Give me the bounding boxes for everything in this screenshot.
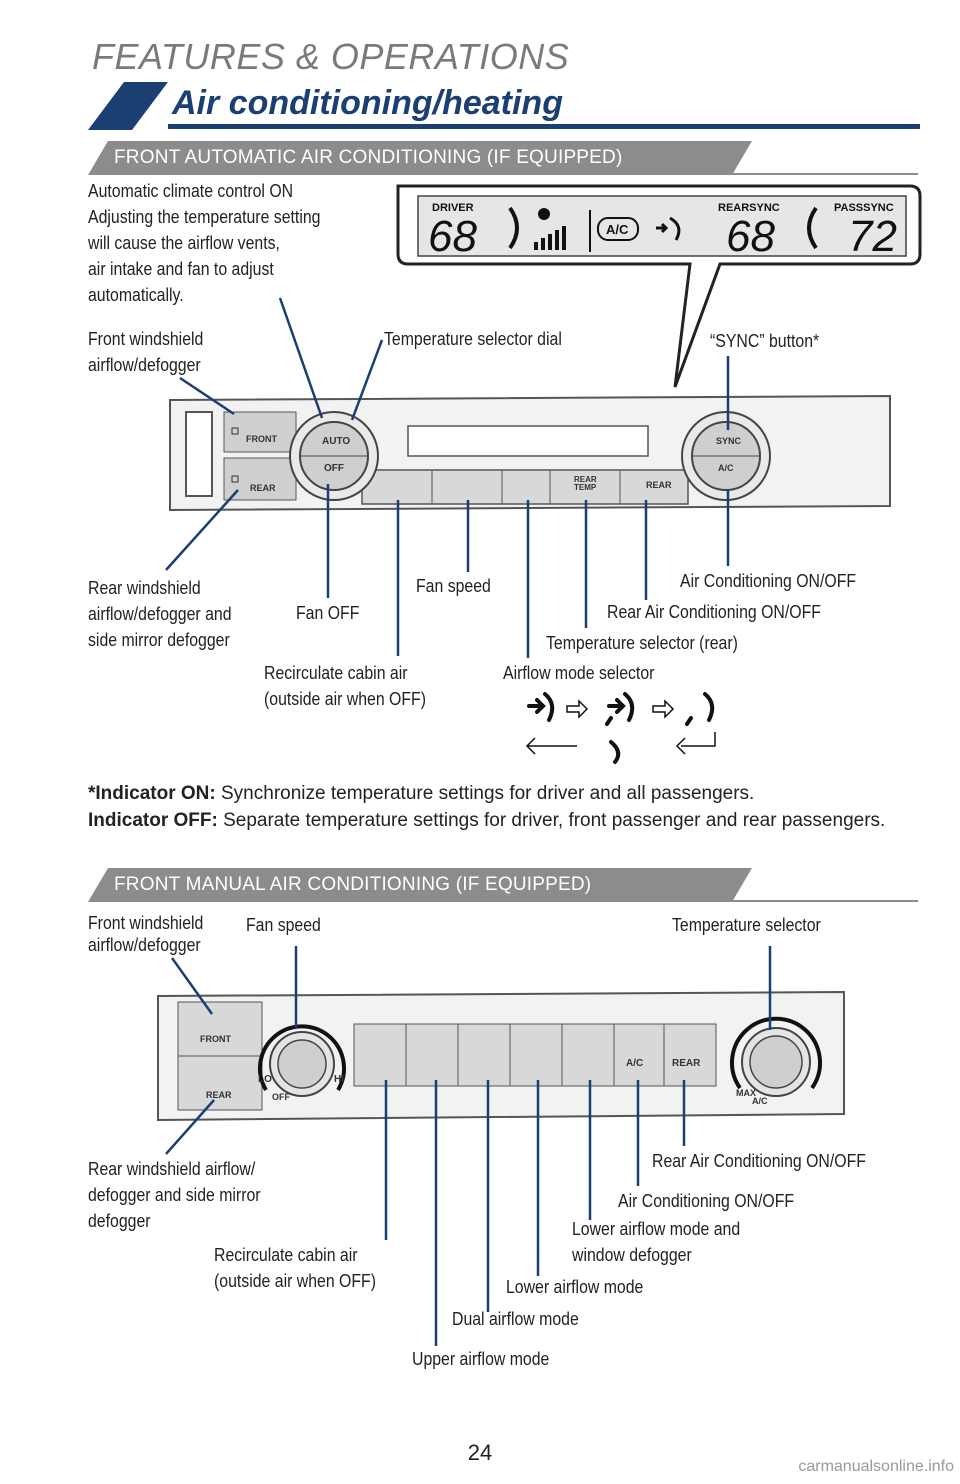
auto-mode-description: Automatic climate control ON Adjusting t… <box>88 181 321 305</box>
manual-fan-off-label: OFF <box>272 1092 290 1102</box>
manual-rear-defog-button[interactable]: REAR <box>206 1090 232 1100</box>
manual-ac-onoff-label: Air Conditioning ON/OFF <box>618 1191 795 1211</box>
sync-knob[interactable] <box>680 410 772 502</box>
indicator-on-text: Synchronize temperature settings for dri… <box>215 783 755 804</box>
auto-leader-lines <box>165 297 730 658</box>
manual-rear-ac-button[interactable]: REAR <box>672 1058 701 1069</box>
max-label: MAX <box>736 1088 756 1098</box>
fan-lo-label: LO <box>258 1074 272 1085</box>
sync-button-label: “SYNC” button* <box>710 331 820 351</box>
temp-dial-label: Temperature selector dial <box>384 329 562 349</box>
rear-temp-label-line2: TEMP <box>574 483 597 492</box>
airflow-mode-label: Airflow mode selector <box>503 663 655 683</box>
manual-temp-knob[interactable] <box>726 1012 826 1112</box>
indicator-off-label: Indicator OFF: <box>88 810 218 831</box>
display-pass-temp: 72 <box>848 212 897 256</box>
climate-display-callout <box>396 184 922 388</box>
upper-airflow-label: Upper airflow mode <box>412 1349 550 1369</box>
auto-rear-ac-button[interactable]: REAR <box>646 480 672 490</box>
rear-temp-button-label[interactable]: REAR TEMP <box>574 476 597 492</box>
page-number: 24 <box>467 1440 493 1465</box>
indicator-on-label: *Indicator ON: <box>88 783 216 804</box>
rear-temp-label-line1: REAR <box>574 475 597 484</box>
return-arrow-icon <box>675 732 716 755</box>
display-pass-sync-label: PASSSYNC <box>834 202 894 214</box>
bilevel-airflow-icon <box>607 698 626 714</box>
feet-airflow-icon <box>685 716 693 726</box>
fan-level-bars <box>534 226 566 250</box>
temp-rear-label: Temperature selector (rear) <box>546 633 738 653</box>
display-rear-sync-label: REARSYNC <box>718 202 780 214</box>
display-rear-temp: 68 <box>726 212 775 256</box>
manual-leader-lines <box>165 946 772 1346</box>
auto-front-defog-label: Front windshield airflow/defogger <box>88 329 204 375</box>
auto-front-defog-button[interactable]: FRONT <box>246 434 277 444</box>
manual-temp-selector-label: Temperature selector <box>672 915 821 935</box>
cycle-arrow-icon <box>566 699 589 719</box>
auto-rear-defog-button[interactable]: REAR <box>250 483 276 493</box>
section-heading: FEATURES & OPERATIONS <box>92 36 570 77</box>
auto-rear-ac-onoff-label: Rear Air Conditioning ON/OFF <box>607 602 821 622</box>
indicator-off-text: Separate temperature settings for driver… <box>217 810 886 831</box>
fan-off-label: Fan OFF <box>296 603 360 623</box>
display-driver-label: DRIVER <box>432 202 474 214</box>
auto-temp-dial[interactable] <box>288 410 380 502</box>
lower-airflow-label: Lower airflow mode <box>506 1277 644 1297</box>
manual-front-defog-button[interactable]: FRONT <box>200 1034 231 1044</box>
manual-section-band <box>88 868 918 902</box>
sync-button[interactable]: SYNC <box>716 436 742 446</box>
auto-ac-button[interactable]: A/C <box>718 463 734 473</box>
fan-icon <box>538 208 550 220</box>
auto-ac-onoff-label: Air Conditioning ON/OFF <box>680 571 857 591</box>
sync-indicator-note: *Indicator ON: Synchronize temperature s… <box>88 780 918 834</box>
manual-rear-defog-label: Rear windshield airflow/ defogger and si… <box>88 1159 261 1231</box>
page-title: Air conditioning/heating <box>172 84 563 122</box>
indicator-on-note: *Indicator ON: Synchronize temperature s… <box>88 780 918 807</box>
manual-rear-ac-onoff-label: Rear Air Conditioning ON/OFF <box>652 1151 866 1171</box>
auto-rear-defog-label: Rear windshield airflow/defogger and sid… <box>88 578 232 650</box>
feet-defrost-airflow-icon <box>609 740 621 764</box>
auto-recirc-label: Recirculate cabin air (outside air when … <box>264 663 426 709</box>
manual-front-defog-label: Front windshield airflow/defogger <box>88 913 204 955</box>
lower-window-defog-label: Lower airflow mode and window defogger <box>572 1219 741 1265</box>
manual-section-title: FRONT MANUAL AIR CONDITIONING (IF EQUIPP… <box>114 874 592 895</box>
airflow-person-icon <box>656 216 681 241</box>
dual-airflow-label: Dual airflow mode <box>452 1309 579 1329</box>
manual-recirc-label: Recirculate cabin air (outside air when … <box>214 1245 376 1291</box>
fan-speed-knob[interactable] <box>254 1016 350 1112</box>
indicator-off-note: Indicator OFF: Separate temperature sett… <box>88 807 918 834</box>
watermark: carmanualsonline.info <box>798 1458 954 1475</box>
manual-control-panel <box>157 990 845 1122</box>
title-band <box>88 82 920 130</box>
manual-fan-speed-label: Fan speed <box>246 915 321 935</box>
return-arrow-icon <box>525 737 577 755</box>
auto-section-band <box>88 141 918 175</box>
face-airflow-icon <box>527 698 546 714</box>
airflow-mode-cycle-diagram <box>525 692 716 764</box>
fan-hi-label: HI <box>334 1074 344 1085</box>
manual-ac-button[interactable]: A/C <box>626 1058 644 1069</box>
display-ac-label: A/C <box>606 222 629 237</box>
cycle-arrow-icon <box>652 699 675 719</box>
display-driver-temp: 68 <box>428 212 477 256</box>
auto-button[interactable]: AUTO <box>322 436 351 447</box>
auto-fan-speed-label: Fan speed <box>416 576 491 596</box>
max-ac-label: A/C <box>752 1096 768 1106</box>
fan-off-button[interactable]: OFF <box>324 463 344 474</box>
climate-display: DRIVER 68 A/C REARSYNC 68 PASSSYNC 72 <box>418 196 906 261</box>
auto-section-title: FRONT AUTOMATIC AIR CONDITIONING (IF EQU… <box>114 147 623 168</box>
